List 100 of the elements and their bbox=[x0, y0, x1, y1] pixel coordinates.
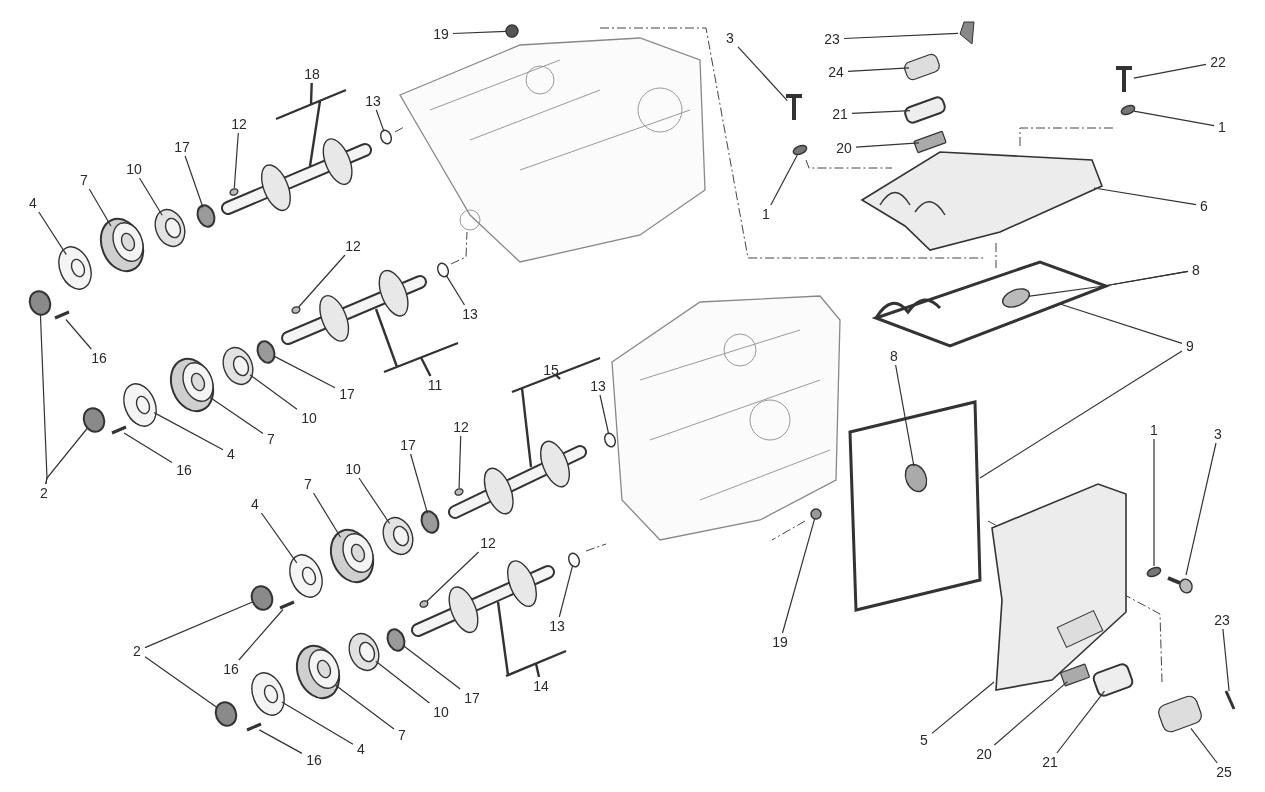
leader-line bbox=[1056, 690, 1106, 754]
callout-number: 19 bbox=[432, 26, 450, 42]
leader-line bbox=[249, 374, 298, 410]
callout-number: 9 bbox=[1185, 338, 1195, 354]
washer-drawing bbox=[289, 554, 323, 598]
bolt-drawing bbox=[279, 600, 295, 610]
leader-line bbox=[931, 681, 995, 734]
callout-number: 11 bbox=[426, 377, 444, 393]
leader-line bbox=[843, 32, 959, 40]
leader-line bbox=[445, 274, 466, 306]
callout-number: 12 bbox=[452, 419, 470, 435]
nut-drawing bbox=[505, 24, 519, 38]
callout-number: 1 bbox=[1217, 119, 1227, 135]
leader-line bbox=[260, 512, 298, 564]
callout-number: 7 bbox=[79, 172, 89, 188]
callout-number: 4 bbox=[250, 496, 260, 512]
callout-number: 24 bbox=[827, 64, 845, 80]
bolt-drawing bbox=[1224, 690, 1236, 710]
leader-line bbox=[375, 660, 430, 704]
leader-line bbox=[209, 396, 264, 435]
leader-line bbox=[847, 67, 910, 72]
callout-number: 17 bbox=[173, 139, 191, 155]
leader-line bbox=[184, 155, 204, 209]
o-ring-drawing bbox=[436, 262, 450, 278]
leader-line bbox=[258, 729, 303, 754]
bolt-drawing bbox=[111, 425, 127, 435]
leader-line bbox=[38, 211, 67, 256]
hub-drawing bbox=[348, 632, 380, 672]
leader-line bbox=[123, 432, 173, 464]
leader-line bbox=[402, 644, 461, 690]
callout-number: 2 bbox=[39, 485, 49, 501]
clip-drawing bbox=[913, 130, 947, 154]
valve-cover-drawing bbox=[860, 151, 1103, 251]
hub-drawing bbox=[382, 516, 414, 556]
callout-number: 7 bbox=[303, 476, 313, 492]
leader-line bbox=[770, 154, 798, 206]
callout-number: 8 bbox=[889, 348, 899, 364]
leader-line bbox=[993, 681, 1068, 746]
leader-line bbox=[1222, 628, 1230, 692]
callout-number: 16 bbox=[175, 462, 193, 478]
leader-line bbox=[238, 608, 284, 661]
callout-number: 7 bbox=[266, 431, 276, 447]
leader-line bbox=[1133, 110, 1215, 127]
washer-drawing bbox=[1120, 104, 1136, 116]
leader-line bbox=[375, 109, 385, 132]
leader-line bbox=[979, 350, 1183, 479]
callout-number: 10 bbox=[125, 161, 143, 177]
callout-number: 16 bbox=[305, 752, 323, 768]
callout-number: 2 bbox=[132, 643, 142, 659]
callout-number: 5 bbox=[919, 732, 929, 748]
callout-number: 19 bbox=[771, 634, 789, 650]
leader-line bbox=[233, 132, 239, 189]
camshaft-drawing bbox=[221, 138, 372, 215]
callout-number: 13 bbox=[548, 618, 566, 634]
leader-line bbox=[144, 656, 218, 709]
callout-number: 23 bbox=[823, 31, 841, 47]
bearing-ring-drawing bbox=[196, 204, 216, 228]
callout-number: 1 bbox=[761, 206, 771, 222]
callout-number: 3 bbox=[1213, 426, 1223, 442]
gasket-drawing bbox=[871, 260, 1111, 348]
callout-number: 4 bbox=[356, 741, 366, 757]
toothed-pulley-drawing bbox=[169, 357, 215, 413]
leader-line bbox=[144, 601, 253, 649]
leader-line bbox=[1185, 442, 1217, 576]
nut-drawing bbox=[28, 290, 52, 316]
toothed-pulley-drawing bbox=[99, 217, 145, 273]
bolt-drawing bbox=[246, 722, 262, 732]
screw-drawing bbox=[1114, 66, 1134, 94]
callout-number: 12 bbox=[479, 535, 497, 551]
o-ring-drawing bbox=[567, 552, 581, 568]
o-ring-drawing bbox=[603, 432, 617, 448]
gasket-drawing bbox=[848, 400, 982, 612]
leader-line bbox=[1153, 438, 1155, 567]
leader-line bbox=[88, 188, 112, 227]
callout-number: 21 bbox=[1041, 754, 1059, 770]
clip-drawing bbox=[1059, 663, 1091, 687]
bearing-ring-drawing bbox=[420, 510, 440, 534]
leader-line bbox=[138, 177, 163, 216]
leader-line bbox=[274, 81, 348, 168]
leader-line bbox=[410, 453, 429, 514]
leader-line bbox=[1027, 270, 1189, 297]
leader-line bbox=[312, 492, 342, 538]
leader-line bbox=[1190, 727, 1218, 764]
camshaft-drawing bbox=[281, 269, 427, 345]
nut-drawing bbox=[250, 585, 274, 611]
callout-number: 10 bbox=[344, 461, 362, 477]
leader-line bbox=[298, 254, 346, 308]
washer-drawing bbox=[792, 144, 808, 156]
washer-drawing bbox=[1146, 566, 1162, 578]
callout-number: 20 bbox=[835, 140, 853, 156]
callout-number: 12 bbox=[230, 116, 248, 132]
leader-line bbox=[65, 318, 92, 350]
callout-number: 13 bbox=[461, 306, 479, 322]
leader-line bbox=[496, 600, 568, 679]
leader-line bbox=[781, 518, 816, 634]
leader-line bbox=[153, 412, 224, 451]
callout-number: 15 bbox=[542, 362, 560, 378]
leader-line bbox=[335, 684, 395, 730]
callout-number: 21 bbox=[831, 106, 849, 122]
bearing-ring-drawing bbox=[386, 628, 406, 652]
